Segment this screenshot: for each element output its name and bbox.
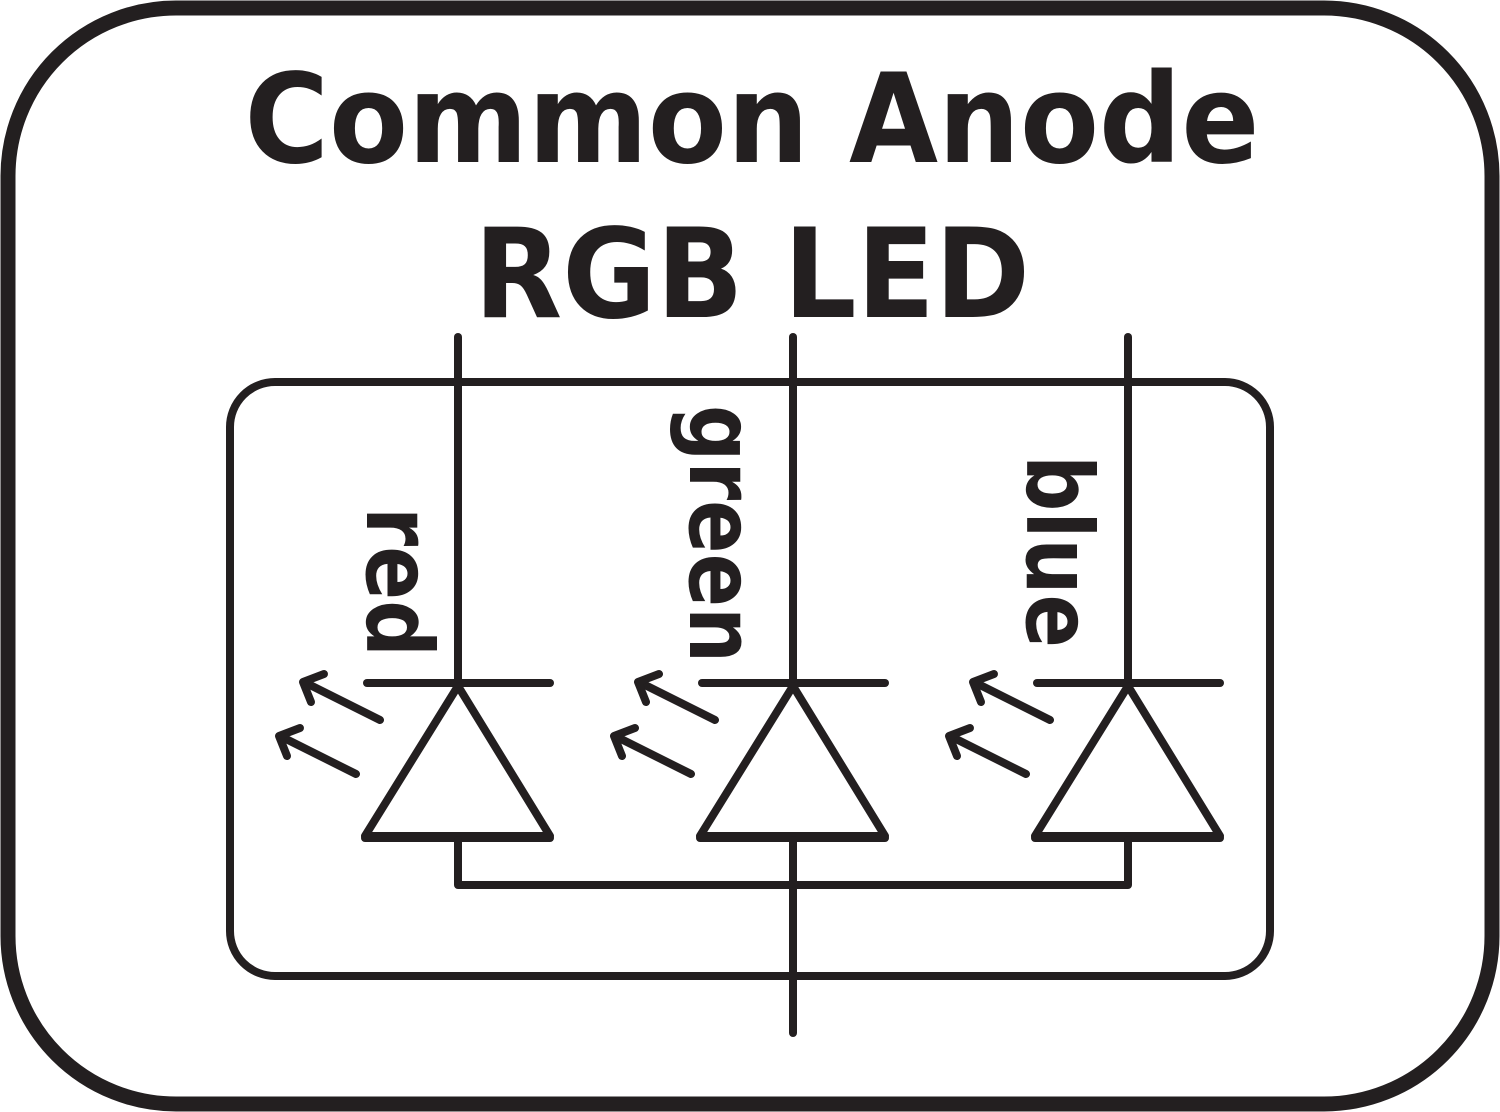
- common-anode-bus: [454, 836, 1132, 1037]
- blue-label: blue: [1005, 455, 1112, 648]
- led-green: green: [610, 333, 889, 842]
- red-diode-triangle-icon: [361, 682, 554, 840]
- led-package-outline: [226, 378, 1274, 980]
- red-label: red: [345, 507, 452, 657]
- blue-light-arrows-icon: [945, 670, 1054, 778]
- green-label: green: [668, 405, 775, 663]
- title-line-2: RGB LED: [474, 203, 1030, 347]
- led-blue: blue: [945, 333, 1224, 842]
- title-line-1: Common Anode: [245, 48, 1260, 192]
- blue-diode-triangle-icon: [1031, 682, 1224, 840]
- green-diode-triangle-icon: [696, 682, 889, 840]
- red-light-arrows-icon: [275, 670, 384, 778]
- green-light-arrows-icon: [610, 670, 719, 778]
- led-red: red: [275, 333, 554, 842]
